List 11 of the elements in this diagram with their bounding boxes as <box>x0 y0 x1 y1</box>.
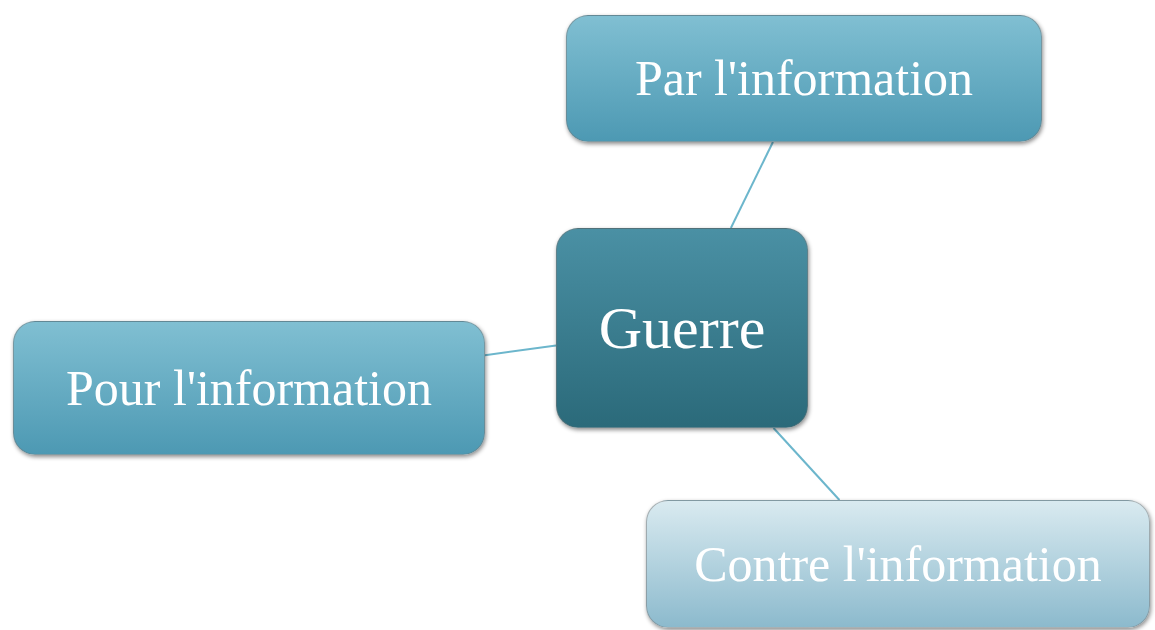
topic-box <box>556 228 808 428</box>
topic-label: Pour l'information <box>66 360 432 416</box>
topic-box <box>566 15 1042 142</box>
topic-label: Par l'information <box>634 51 974 106</box>
connector-line <box>729 141 774 229</box>
topic-box <box>13 321 485 455</box>
topic-label: Contre l'information <box>694 536 1102 592</box>
connector-line <box>484 344 557 357</box>
topic-box <box>646 500 1150 628</box>
topic-label: Guerre <box>598 295 766 361</box>
connector-line <box>772 427 841 501</box>
